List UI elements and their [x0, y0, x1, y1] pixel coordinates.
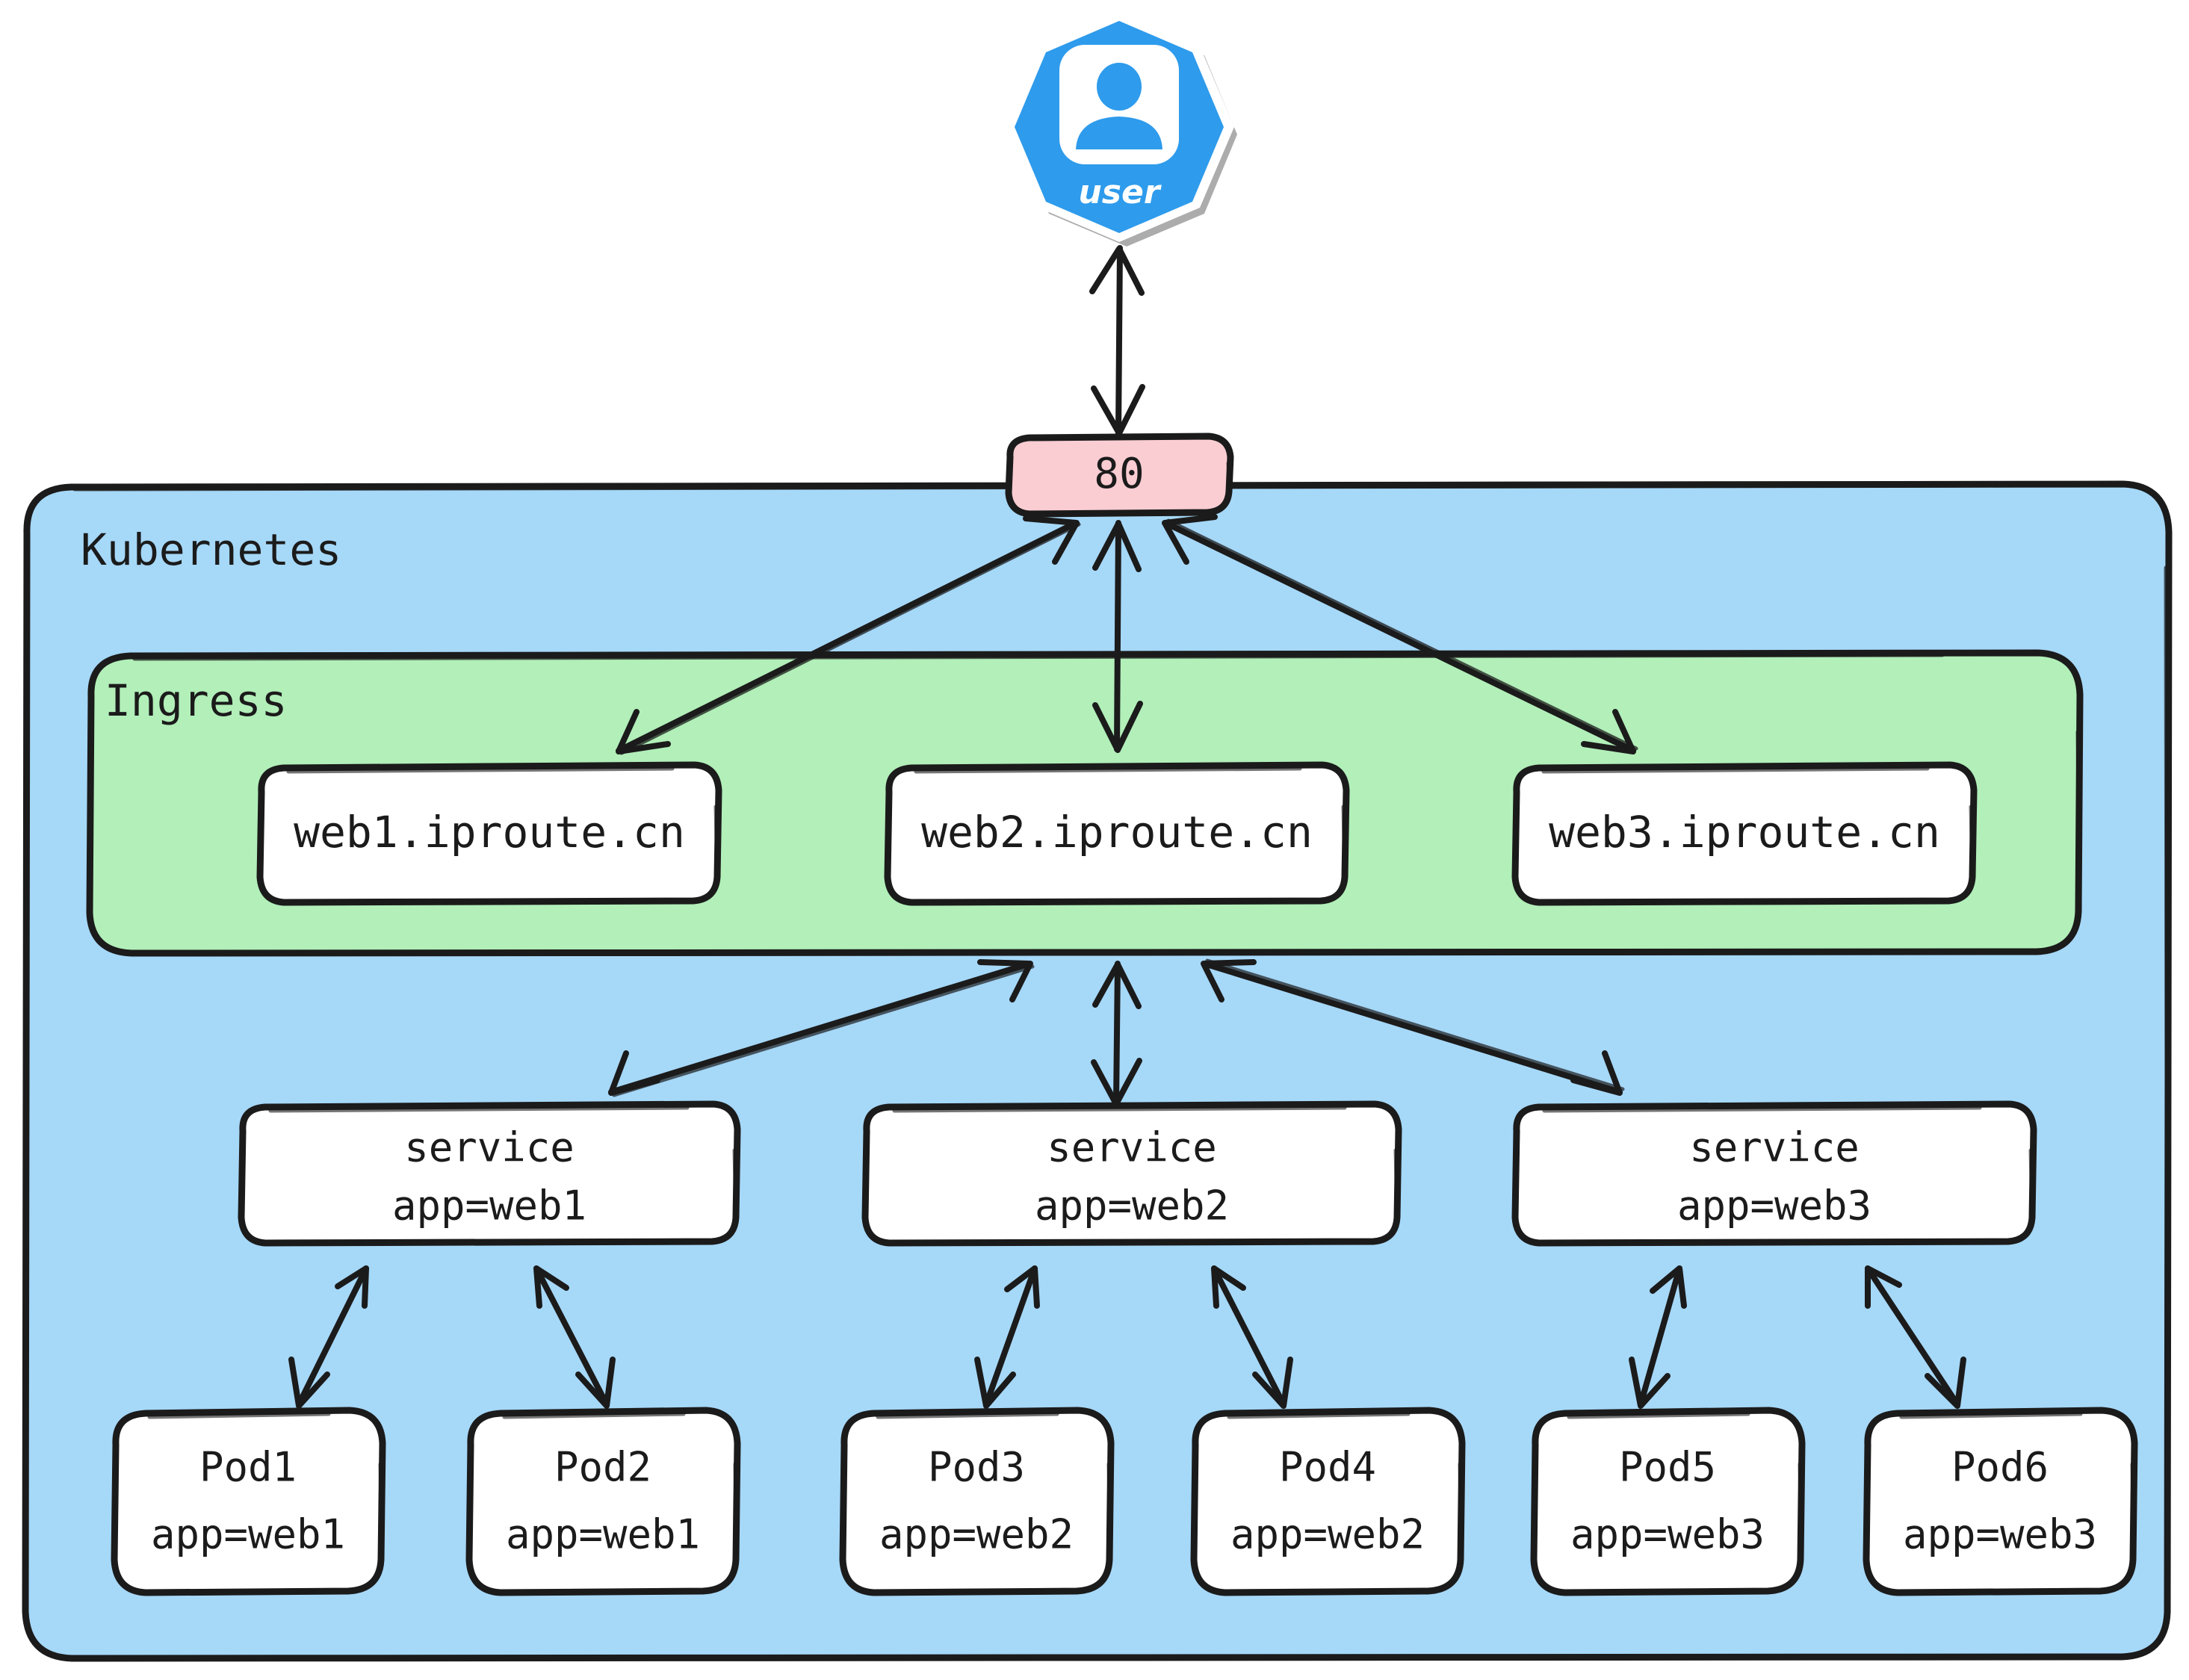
- pod-node[interactable]: Pod2 app=web1: [465, 1407, 741, 1596]
- pod-node-selector: app=web3: [1903, 1511, 2097, 1558]
- arrow-svc2-to-pod3: [974, 1265, 1040, 1409]
- ingress-host-label: web3.iproute.cn: [1549, 807, 1940, 858]
- user-icon-head: [1097, 63, 1142, 111]
- arrow-svc1-to-pod2: [533, 1265, 616, 1409]
- service-node-title: service: [1047, 1124, 1217, 1171]
- ingress-host-node[interactable]: web2.iproute.cn: [884, 761, 1350, 906]
- arrow-svc3-to-pod5: [1629, 1265, 1687, 1409]
- arrow-ingress-to-svc1: [608, 959, 1035, 1097]
- pod-node-title: Pod3: [928, 1444, 1025, 1491]
- pod-node[interactable]: Pod4 app=web2: [1190, 1407, 1466, 1596]
- pod-node-title: Pod2: [554, 1444, 651, 1491]
- pod-node-title: Pod5: [1619, 1444, 1716, 1491]
- service-node-selector: app=web3: [1677, 1182, 1871, 1230]
- ingress-host-node[interactable]: web1.iproute.cn: [256, 761, 722, 906]
- arrow-port-to-host1: [616, 515, 1081, 755]
- ingress-host-label: web1.iproute.cn: [294, 807, 685, 858]
- arrow-port-to-host2: [1092, 520, 1143, 753]
- service-node-selector: app=web2: [1035, 1182, 1229, 1230]
- pod-node-selector: app=web2: [1230, 1511, 1425, 1558]
- pod-node[interactable]: Pod3 app=web2: [839, 1407, 1115, 1596]
- service-node[interactable]: service app=web1: [238, 1100, 741, 1247]
- pod-node-title: Pod1: [199, 1444, 297, 1491]
- user-node-label: user: [1078, 173, 1161, 211]
- pod-node-title: Pod4: [1279, 1444, 1376, 1491]
- pod-node[interactable]: Pod6 app=web3: [1863, 1407, 2138, 1596]
- port-80-label: 80: [1094, 450, 1144, 498]
- user-node[interactable]: user: [1004, 12, 1237, 247]
- ingress-host-label: web2.iproute.cn: [921, 807, 1313, 858]
- arrow-svc2-to-pod4: [1211, 1265, 1293, 1409]
- pod-node-selector: app=web3: [1570, 1511, 1765, 1558]
- arrow-svc3-to-pod6: [1865, 1265, 1966, 1409]
- service-node[interactable]: service app=web3: [1511, 1100, 2037, 1247]
- arrow-port-to-host3: [1162, 514, 1638, 754]
- user-icon-body: [1076, 117, 1162, 149]
- arrow-ingress-to-svc3: [1201, 958, 1625, 1096]
- ingress-host-node[interactable]: web3.iproute.cn: [1511, 761, 1978, 906]
- arrow-svc1-to-pod1: [288, 1265, 369, 1409]
- service-node-title: service: [1689, 1124, 1860, 1171]
- service-node[interactable]: service app=web2: [861, 1100, 1402, 1247]
- pod-node-title: Pod6: [1951, 1444, 2049, 1491]
- arrow-user-to-port: [1089, 245, 1145, 436]
- kubernetes-label: Kubernetes: [81, 524, 341, 575]
- pod-node-selector: app=web2: [879, 1511, 1074, 1558]
- service-node-selector: app=web1: [392, 1182, 586, 1230]
- pod-node-selector: app=web1: [506, 1511, 700, 1558]
- port-80-node[interactable]: 80: [1005, 433, 1234, 518]
- pod-node[interactable]: Pod5 app=web3: [1530, 1407, 1806, 1596]
- service-node-title: service: [404, 1124, 575, 1171]
- pod-node[interactable]: Pod1 app=web1: [111, 1407, 386, 1596]
- pod-node-selector: app=web1: [151, 1511, 345, 1558]
- ingress-label: Ingress: [105, 675, 287, 726]
